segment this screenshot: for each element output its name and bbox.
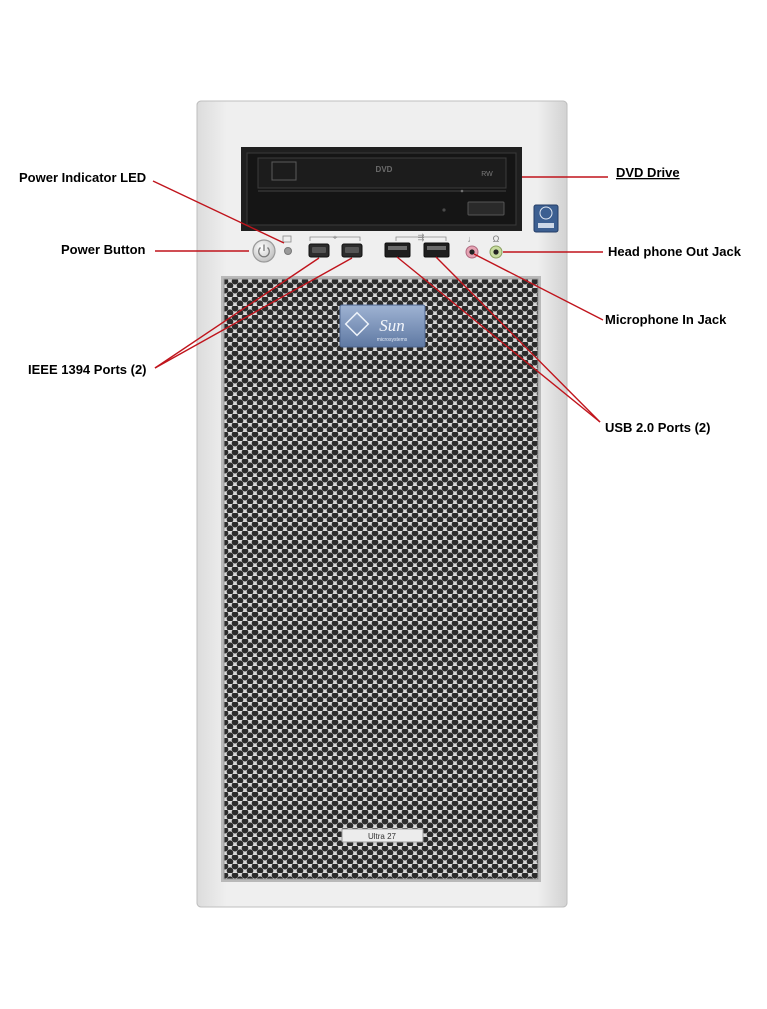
usb-icon: ⇶ — [418, 233, 425, 242]
rw-mark-text: RW — [481, 171, 493, 178]
model-badge-text: Ultra 27 — [368, 832, 397, 841]
brand-tagline: microsystems — [377, 337, 408, 343]
sun-diamond-icon — [344, 311, 370, 337]
label-power-button: Power Button — [61, 242, 146, 257]
headphone-jack[interactable]: Ω — [489, 234, 503, 259]
headphone-icon: Ω — [493, 234, 500, 244]
label-ieee1394: IEEE 1394 Ports (2) — [28, 362, 147, 377]
power-icon — [258, 244, 270, 258]
ieee1394-ports: ⌖ — [308, 233, 363, 258]
label-power-led: Power Indicator LED — [19, 170, 146, 185]
dvd-eject-button[interactable] — [467, 201, 505, 216]
leader-ieee1394-a — [154, 257, 320, 369]
leader-power-led — [152, 180, 285, 244]
dvd-logo-text: DVD — [376, 165, 393, 174]
dvd-drive[interactable]: DVD RW — [241, 147, 522, 231]
power-button[interactable] — [252, 239, 276, 263]
microphone-icon: ♩ — [468, 234, 477, 244]
leader-usb-a — [396, 256, 601, 423]
leader-lines — [152, 176, 608, 423]
label-headphone: Head phone Out Jack — [608, 244, 742, 259]
leader-ieee1394-b — [154, 257, 353, 369]
power-indicator-led — [282, 235, 292, 255]
front-grille — [221, 276, 541, 882]
model-badge: Ultra 27 — [341, 828, 424, 843]
cpu-sticker — [533, 204, 559, 233]
label-usb: USB 2.0 Ports (2) — [605, 420, 710, 435]
brand-logo: Sun microsystems — [339, 304, 426, 348]
disc-logo-icon — [271, 161, 297, 181]
callout-labels: Power Indicator LED Power Button IEEE 13… — [19, 165, 742, 435]
leader-microphone — [473, 253, 604, 321]
label-microphone: Microphone In Jack — [605, 312, 727, 327]
brand-logo-text: Sun — [379, 316, 405, 335]
firewire-icon: ⌖ — [333, 233, 338, 242]
dvd-activity-led — [460, 189, 464, 193]
leader-usb-b — [435, 256, 601, 423]
label-dvd-drive: DVD Drive — [616, 165, 680, 180]
dvd-emergency-eject-hole — [442, 208, 446, 212]
disk-icon — [282, 235, 292, 243]
